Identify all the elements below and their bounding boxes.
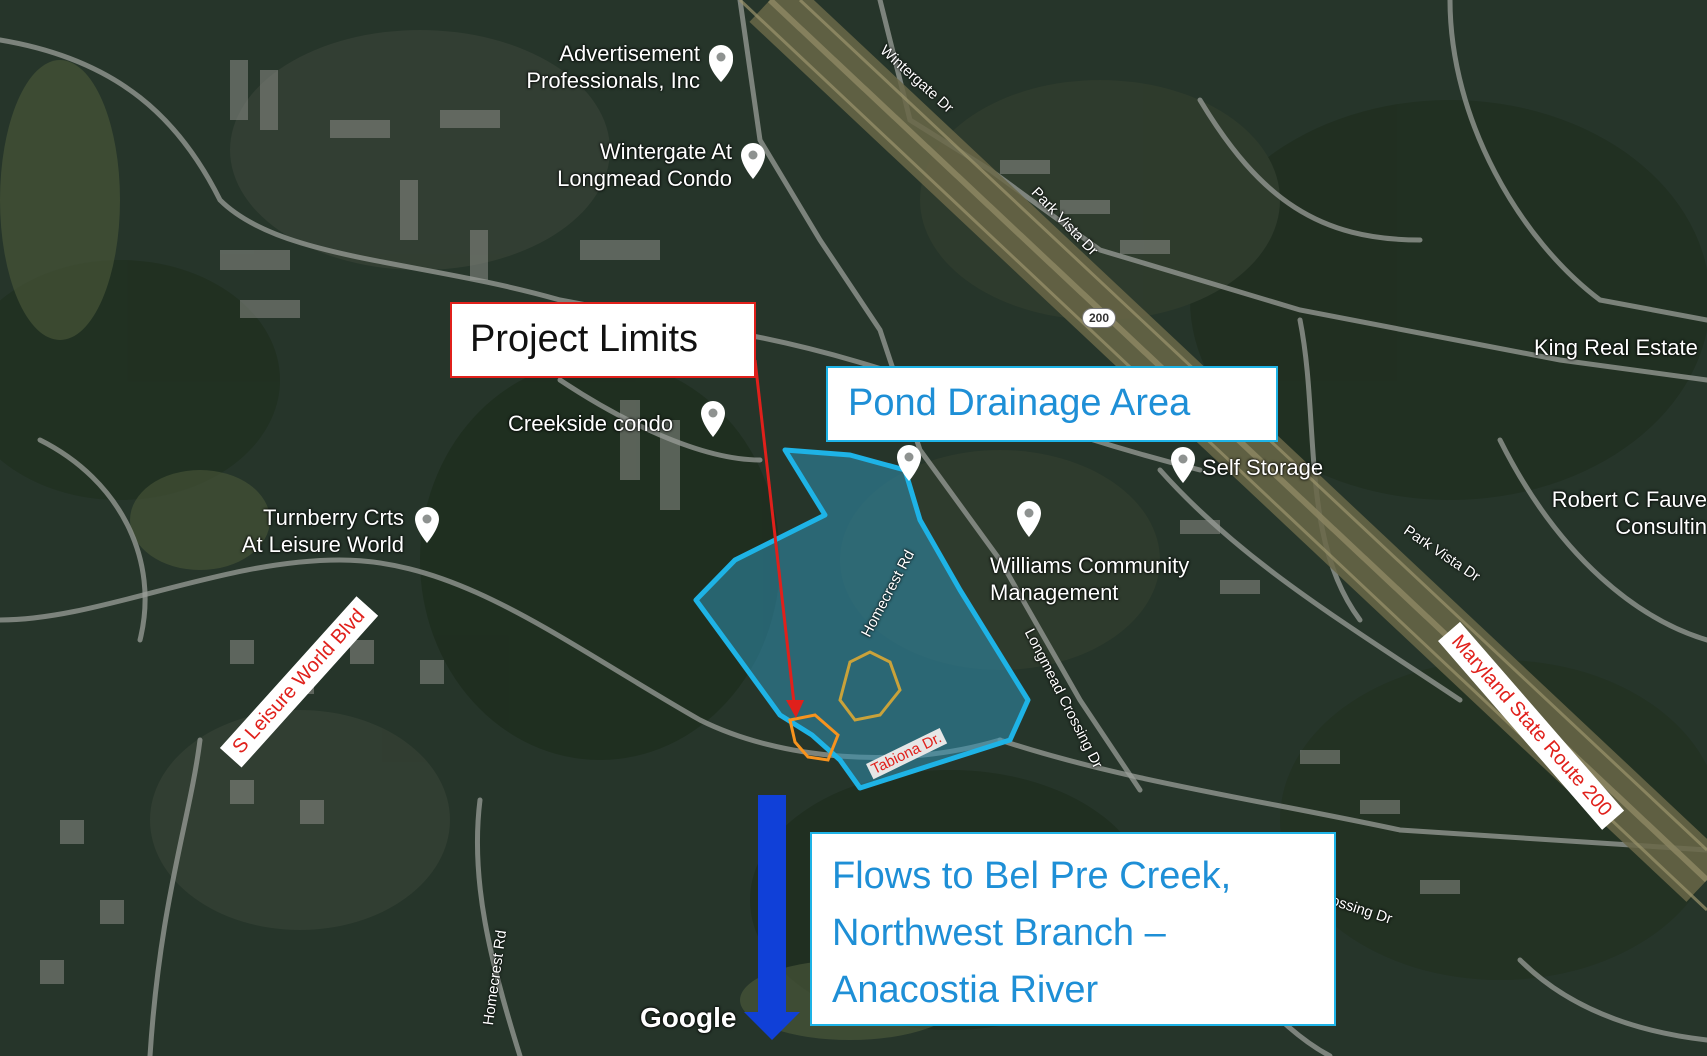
flows-line-3: Anacostia River bbox=[832, 969, 1099, 1011]
poi-self-storage-label: Self Storage bbox=[1202, 455, 1324, 480]
google-logo: Google bbox=[640, 1002, 737, 1033]
pond-outline bbox=[838, 650, 902, 722]
flow-arrow-shaft bbox=[758, 795, 786, 1015]
poi-robert-label: Robert C Fauve Consultin bbox=[1551, 487, 1707, 539]
flow-arrow-head bbox=[744, 1012, 800, 1040]
callout-pond-drainage-area: Pond Drainage Area bbox=[826, 366, 1278, 442]
project-limits-pointer bbox=[753, 359, 797, 713]
poi-williams-label: Williams Community Management bbox=[990, 553, 1190, 605]
pond-drainage-area-outline bbox=[693, 447, 1031, 791]
callout-project-limits: Project Limits bbox=[450, 302, 756, 378]
project-limits-arrowhead bbox=[786, 700, 804, 718]
flows-line-2: Northwest Branch – bbox=[832, 912, 1166, 954]
callout-flows: Flows to Bel Pre Creek, Northwest Branch… bbox=[810, 832, 1336, 1026]
route-200-shield: 200 bbox=[1082, 308, 1117, 328]
poi-king-label: King Real Estate bbox=[1534, 335, 1698, 360]
building-clusters bbox=[40, 60, 1460, 984]
poi-wintergate-label: Wintergate At Longmead Condo bbox=[557, 139, 732, 191]
flows-line-1: Flows to Bel Pre Creek, bbox=[832, 855, 1232, 897]
poi-advertisement-label: Advertisement Professionals, Inc bbox=[526, 41, 700, 93]
poi-creekside-label: Creekside condo bbox=[508, 411, 674, 436]
poi-turnberry-label: Turnberry Crts At Leisure World bbox=[241, 505, 404, 557]
project-limits-outline bbox=[788, 713, 840, 762]
